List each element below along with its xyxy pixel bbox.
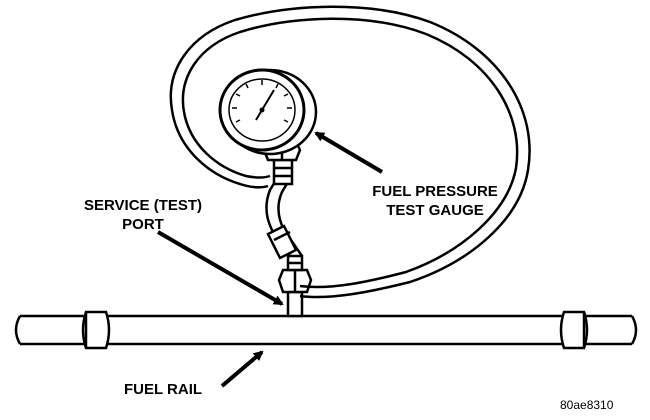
gauge-arrow — [314, 131, 384, 174]
rail-clamp-right — [559, 310, 589, 350]
service-port-label-line1: SERVICE (TEST) — [83, 197, 203, 214]
service-port — [277, 254, 313, 318]
service-port-arrow — [156, 230, 284, 306]
gauge-label-line2: TEST GAUGE — [386, 202, 484, 219]
loop-hose — [169, 5, 531, 299]
fuel-rail — [14, 314, 638, 346]
fuel-rail-label: FUEL RAIL — [124, 381, 203, 398]
gauge-label-line1: FUEL PRESSURE — [372, 183, 498, 200]
service-port-label: SERVICE (TEST) PORT — [58, 196, 228, 234]
figure-id: 80ae8310 — [560, 398, 614, 412]
fuel-rail-arrow — [220, 350, 264, 388]
gauge-ticks — [232, 80, 292, 123]
pressure-gauge — [218, 68, 318, 156]
service-port-label-line2: PORT — [122, 216, 164, 233]
gauge-label: FUEL PRESSURE TEST GAUGE — [360, 182, 510, 220]
rail-clamp-left — [81, 310, 111, 350]
gauge-needle — [261, 89, 275, 111]
hose-coupling — [266, 224, 298, 260]
